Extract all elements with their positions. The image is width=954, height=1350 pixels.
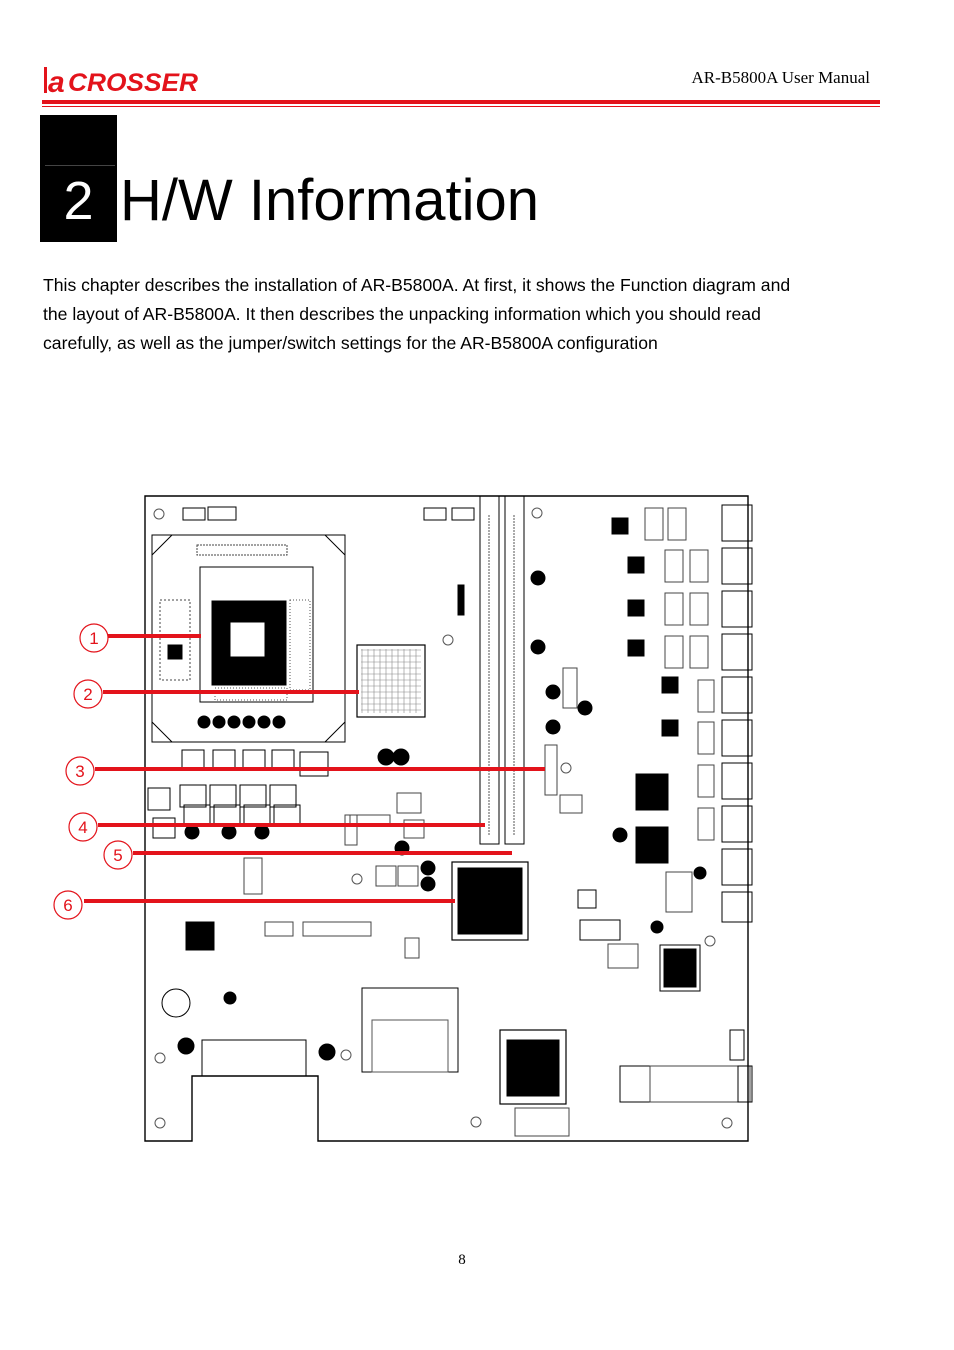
vrm-block — [147, 749, 329, 839]
manual-title: AR-B5800A User Manual — [691, 68, 870, 87]
callout-circle-2 — [73, 679, 103, 709]
intro-line: carefully, as well as the jumper/switch … — [43, 333, 658, 353]
ethernet-chips — [611, 517, 679, 864]
logo-text: CROSSER — [68, 69, 198, 97]
logo-mark: a — [48, 66, 65, 98]
dimm-slots — [479, 495, 525, 845]
callout-label: 3 — [75, 762, 84, 781]
chapter-number: 2 — [63, 171, 94, 231]
callout-circle-4 — [68, 812, 98, 842]
callout-circles — [53, 623, 133, 920]
callout-circle-5 — [103, 840, 133, 870]
cpu-capacitor-row — [197, 715, 286, 729]
lower-chip — [659, 944, 701, 992]
callout-circle-6 — [53, 890, 83, 920]
header-rule-thin — [42, 106, 880, 107]
lan-connectors — [721, 504, 753, 923]
callout-label: 1 — [89, 629, 98, 648]
chapter-title: H/W Information — [120, 168, 539, 233]
capacitors — [177, 570, 707, 1061]
callout-label: 4 — [78, 818, 87, 837]
mounting-holes — [153, 507, 733, 1129]
callout-label: 5 — [113, 846, 122, 865]
northbridge-chip — [356, 644, 426, 718]
magnetics — [644, 507, 715, 913]
chapter-box-divider — [45, 165, 115, 166]
acrosser-logo: a CROSSER — [44, 66, 198, 98]
intro-line: the layout of AR-B5800A. It then describ… — [43, 304, 761, 324]
chapter-number-box — [40, 115, 117, 242]
callout-label: 6 — [63, 896, 72, 915]
bottom-connector — [201, 1039, 307, 1077]
header-rule — [42, 100, 880, 104]
intro-paragraph: This chapter describes the installation … — [43, 271, 883, 358]
callout-lines — [84, 634, 545, 903]
cpu-socket — [151, 534, 346, 743]
callout-label: 2 — [83, 685, 92, 704]
cf-card-slot — [361, 987, 459, 1073]
board-outline — [144, 495, 749, 1142]
page-number: 8 — [458, 1252, 466, 1268]
passive-components — [243, 667, 583, 959]
intro-line: This chapter describes the installation … — [43, 275, 791, 295]
callout-circle-3 — [65, 756, 95, 786]
board-layout-diagram: 1 2 3 4 5 6 — [53, 495, 753, 1142]
callout-circle-1 — [79, 623, 109, 653]
